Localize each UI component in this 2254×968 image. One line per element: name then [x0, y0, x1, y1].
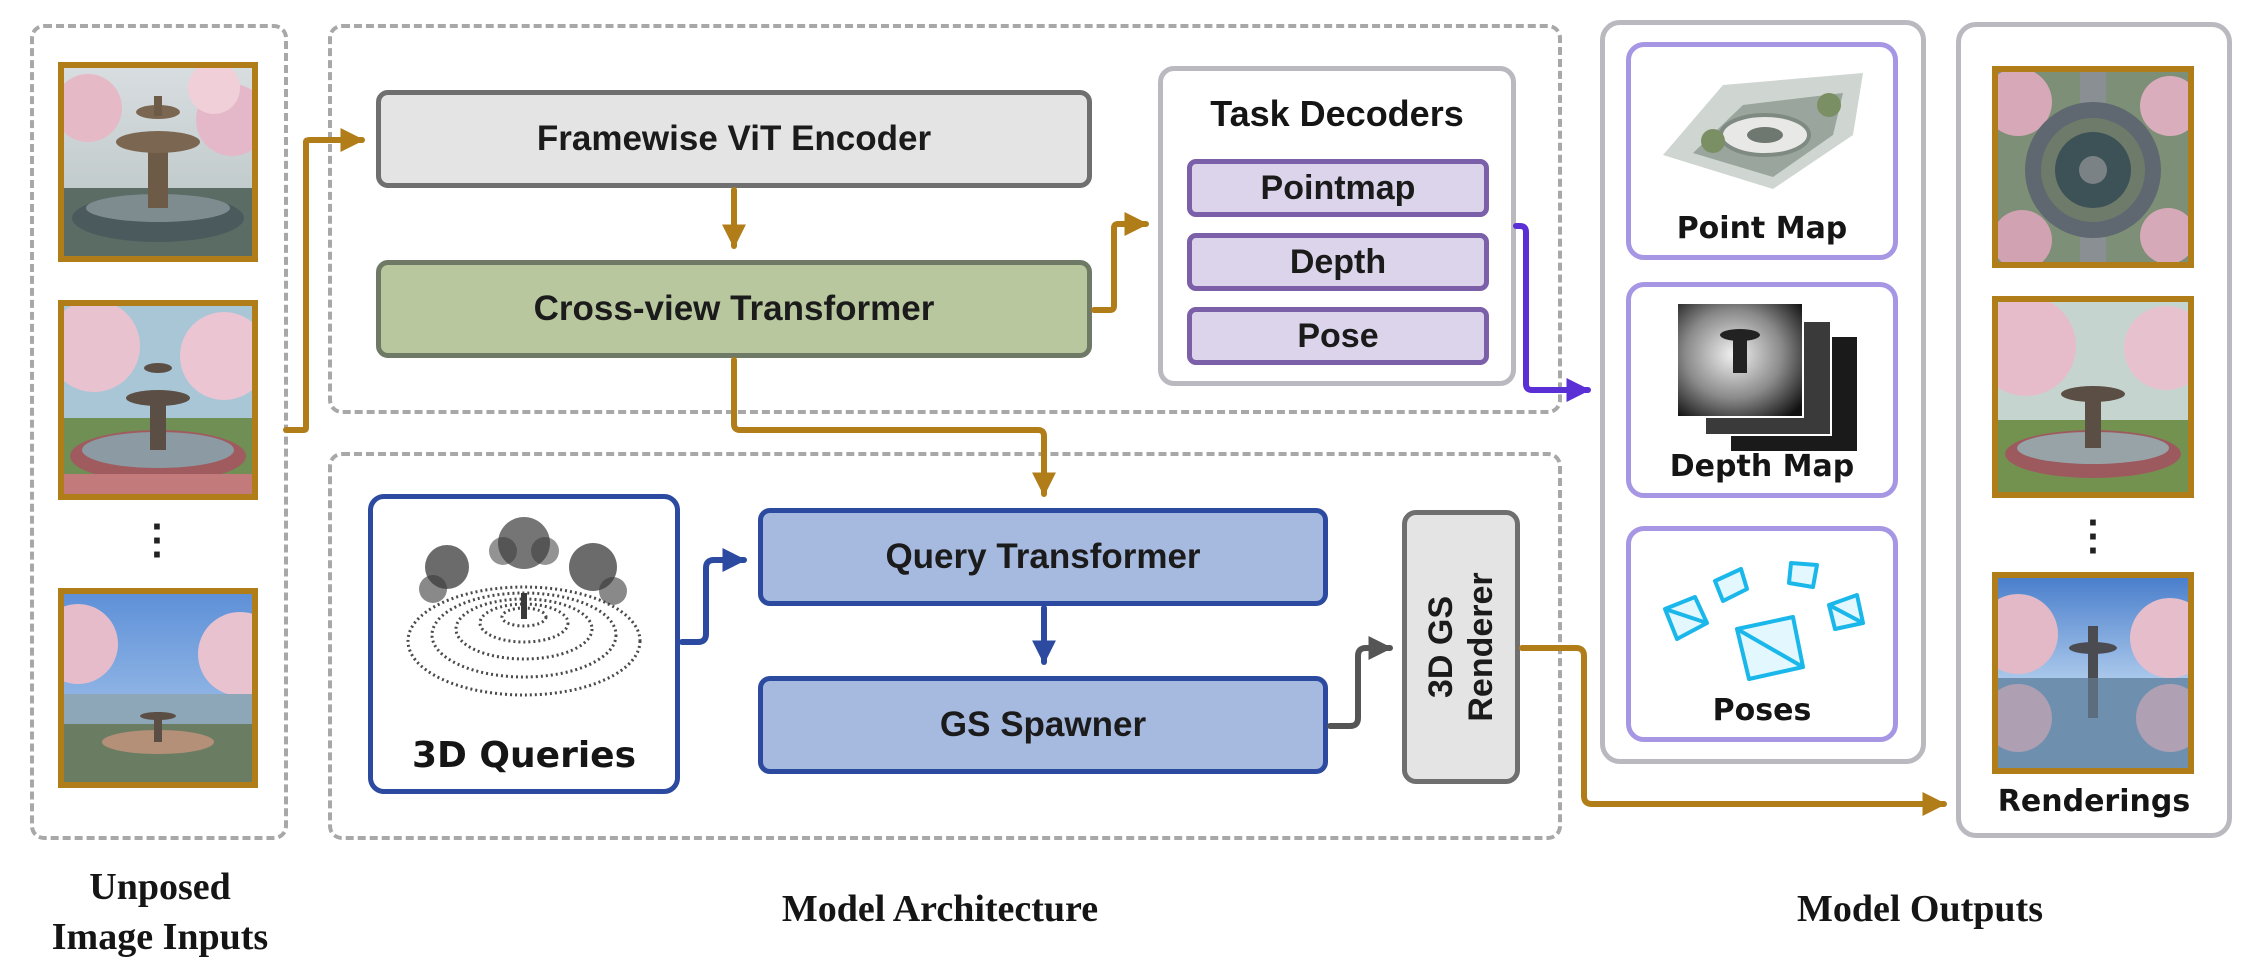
- decoder-depth: Depth: [1187, 233, 1489, 291]
- input-image-2: [58, 300, 258, 500]
- camera-poses-icon: [1663, 561, 1865, 681]
- rendering-image-3: [1992, 572, 2194, 774]
- gs-spawner: GS Spawner: [758, 676, 1328, 774]
- fountain-photo-icon: [1998, 302, 2188, 492]
- poses-card: Poses: [1626, 526, 1898, 742]
- input-image-1: [58, 62, 258, 262]
- inputs-section-label: Unposed Image Inputs: [10, 862, 310, 962]
- depth-map-label: Depth Map: [1669, 449, 1855, 484]
- fountain-photo-icon: [64, 68, 252, 256]
- 3d-gs-renderer: 3D GS Renderer: [1402, 510, 1520, 784]
- input-image-3: [58, 588, 258, 788]
- fountain-photo-icon: [64, 306, 252, 494]
- 3d-queries-label: 3D Queries: [411, 735, 637, 776]
- renderer-label-line-1: 3D GS: [1422, 595, 1460, 699]
- cross-view-transformer: Cross-view Transformer: [376, 260, 1092, 358]
- point-map-label: Point Map: [1676, 211, 1848, 246]
- depth-map-card: Depth Map: [1626, 282, 1898, 498]
- fountain-reflection-icon: [1998, 578, 2188, 768]
- framewise-vit-encoder: Framewise ViT Encoder: [376, 90, 1092, 188]
- task-decoders-title: Task Decoders: [1210, 93, 1464, 134]
- decoder-pose: Pose: [1187, 307, 1489, 365]
- 3d-queries-box: 3D Queries: [368, 494, 680, 794]
- point-map-card: Point Map: [1626, 42, 1898, 260]
- inputs-label-line-1: Unposed: [89, 866, 231, 908]
- task-decoders-box: Task Decoders Pointmap Depth Pose: [1158, 66, 1516, 386]
- query-transformer: Query Transformer: [758, 508, 1328, 606]
- rendering-image-1: [1992, 66, 2194, 268]
- fountain-aerial-icon: [1998, 72, 2188, 262]
- decoder-pointmap: Pointmap: [1187, 159, 1489, 217]
- fountain-photo-icon: [64, 594, 252, 782]
- inputs-label-line-2: Image Inputs: [51, 916, 269, 958]
- depth-map-icon: [1676, 302, 1857, 451]
- renderer-label-line-2: Renderer: [1462, 572, 1500, 722]
- point-cloud-icon: [406, 517, 642, 697]
- rendering-image-2: [1992, 296, 2194, 498]
- architecture-section-label: Model Architecture: [781, 888, 1099, 930]
- input-ellipsis: ···: [151, 505, 165, 577]
- point-map-icon: [1663, 73, 1863, 189]
- renderings-label: Renderings: [1997, 784, 2191, 819]
- poses-label: Poses: [1712, 693, 1812, 728]
- renderings-ellipsis: ···: [2087, 501, 2101, 573]
- outputs-section-label: Model Outputs: [1797, 888, 2043, 930]
